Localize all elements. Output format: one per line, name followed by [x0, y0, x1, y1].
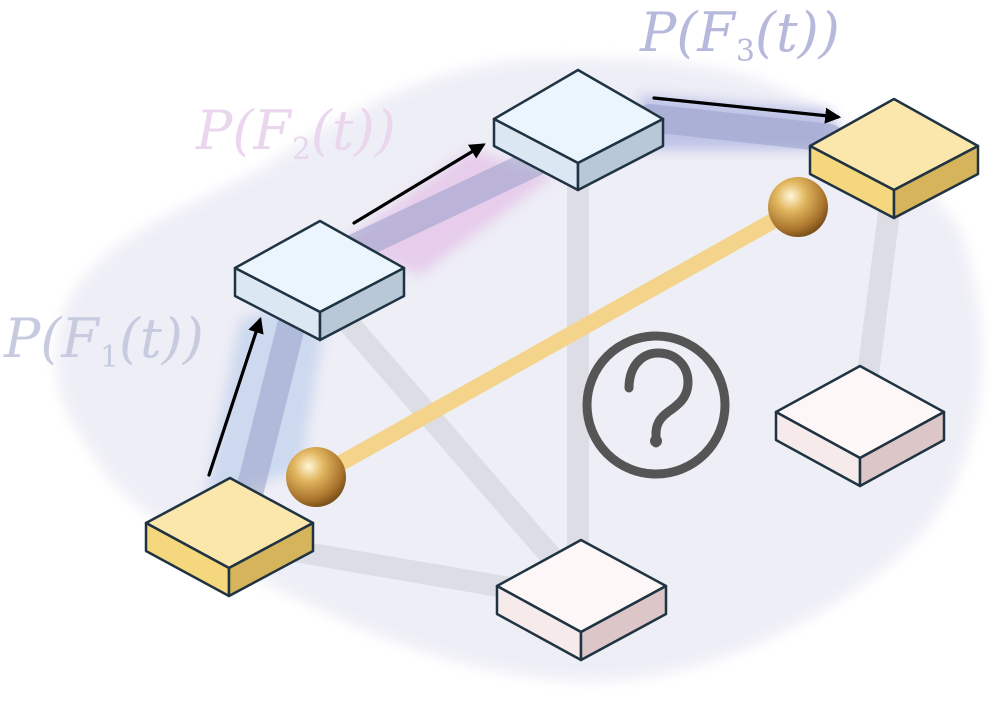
tile-pink-bottom [495, 538, 668, 662]
band-segment-3 [636, 104, 844, 152]
band-segment-1 [231, 296, 309, 524]
arrow-icon [652, 96, 842, 124]
label-p2-prefix: P(F [196, 99, 291, 162]
label-p1-subscript: 1 [99, 340, 119, 375]
path-label-p1: P(F1(t)) [4, 312, 204, 373]
tile-blue-left [233, 219, 406, 342]
gold-sphere-icon [768, 177, 828, 237]
question-mark-icon [582, 331, 730, 479]
tile-pink-right [774, 364, 946, 488]
path-label-p2: P(F2(t)) [196, 104, 396, 165]
gold-sphere-icon [286, 447, 346, 507]
edge-blue-left-to-bottom [309, 279, 591, 601]
label-p2-subscript: 2 [291, 132, 311, 167]
tile-blue-top [492, 68, 665, 192]
label-p2-suffix: (t)) [310, 99, 396, 162]
path-label-p3: P(F3(t)) [640, 6, 840, 67]
label-p3-prefix: P(F [640, 1, 735, 64]
band-segment-2 [336, 146, 554, 264]
label-p3-suffix: (t)) [754, 1, 840, 64]
label-p1-prefix: P(F [4, 307, 99, 370]
label-p1-suffix: (t)) [118, 307, 204, 370]
path-bands [231, 104, 844, 524]
path-arrows [207, 96, 842, 477]
arrow-icon [352, 143, 486, 225]
bead-link [308, 199, 806, 485]
arrow-icon [207, 316, 264, 477]
tile-yellow-left [144, 476, 315, 598]
label-p3-subscript: 3 [735, 34, 755, 69]
tile-yellow-right [808, 97, 980, 220]
